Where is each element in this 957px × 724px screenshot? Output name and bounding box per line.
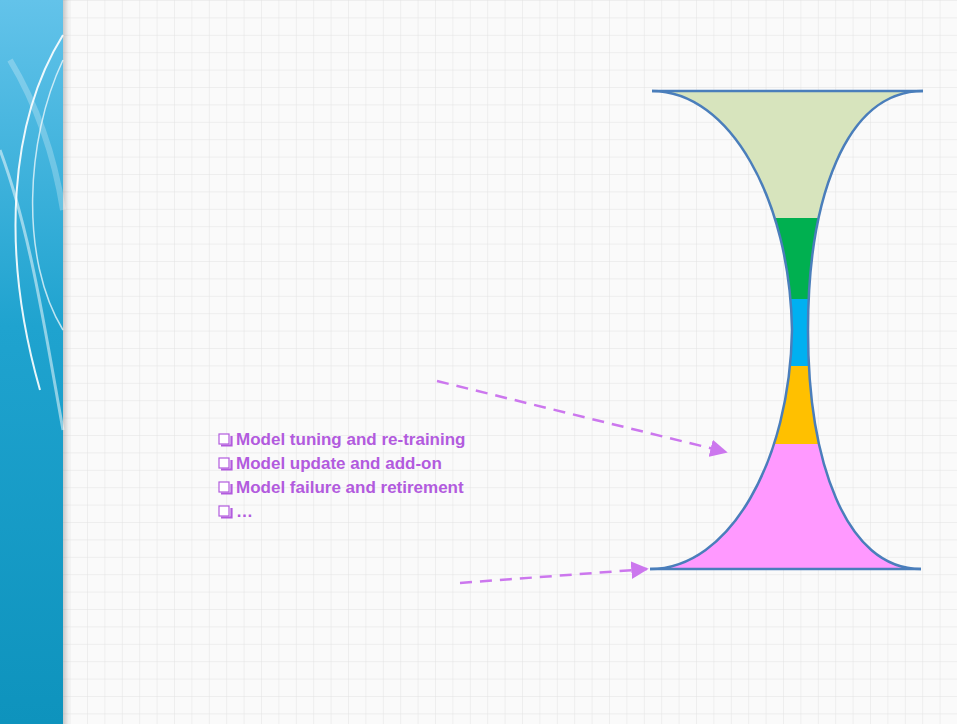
list-item: Model tuning and re-training [236,428,465,452]
list-item: Model update and add-on [236,452,465,476]
band-orange [640,366,940,444]
checkbox-bullet [219,458,232,470]
bullet-box [219,458,229,468]
list-item: … [236,500,465,524]
band-shadow [62,0,70,724]
checkbox-bullet [219,506,232,518]
bullet-box [219,482,229,492]
band-pink [640,444,940,574]
checkbox-bullet [219,482,232,494]
bullet-box [219,434,229,444]
hourglass-outline [650,91,923,569]
bullet-box [219,506,229,516]
label-list: Model tuning and re-trainingModel update… [236,428,465,524]
band-swooshes [0,35,63,430]
side-band [0,0,63,724]
hourglass-bands [640,85,940,574]
pointer-arrows [437,381,726,583]
bullet-group [219,434,232,518]
list-item: Model failure and retirement [236,476,465,500]
band-light-green [640,85,940,218]
checkbox-bullet [219,434,232,446]
